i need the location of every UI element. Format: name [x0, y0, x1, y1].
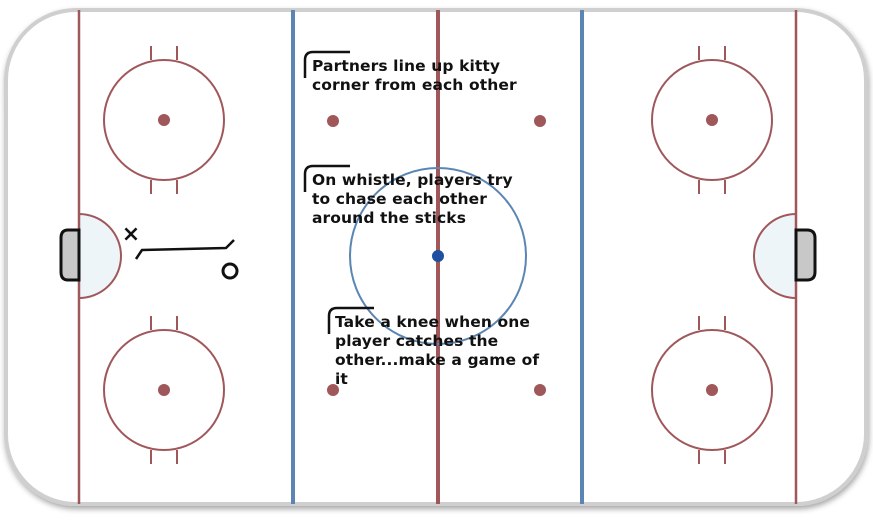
right-bottom-faceoff-dot: [706, 384, 718, 396]
left-net: [59, 228, 81, 282]
note-bracket-knee: [327, 306, 374, 334]
player-o-icon: [221, 262, 239, 280]
note-partners: Partners line up kitty corner from each …: [312, 57, 517, 94]
note-bracket-whistle: [303, 164, 350, 192]
right-top-faceoff-dot: [706, 114, 718, 126]
right-top-faceoff-circle: [651, 46, 773, 194]
left-bottom-faceoff-dot: [158, 384, 170, 396]
note-knee: Take a knee when one player catches the …: [335, 313, 540, 388]
left-bottom-faceoff-circle: [103, 316, 225, 464]
neutral-dot-top-right: [534, 115, 546, 127]
left-goal-crease: [78, 212, 122, 300]
hockey-stick: [134, 239, 235, 260]
note-whistle: On whistle, players try to chase each ot…: [312, 171, 513, 227]
left-top-faceoff-dot: [158, 114, 170, 126]
neutral-dot-bottom-left: [327, 384, 339, 396]
right-net: [794, 228, 817, 282]
note-bracket-partners: [303, 50, 350, 78]
neutral-dot-bottom-right: [534, 384, 546, 396]
player-x-icon: ×: [122, 222, 140, 247]
center-circle: [349, 167, 527, 345]
left-top-faceoff-circle: [103, 46, 225, 194]
right-bottom-faceoff-circle: [651, 316, 773, 464]
right-goal-crease: [753, 212, 797, 300]
neutral-dot-top-left: [327, 115, 339, 127]
center-faceoff-dot: [432, 250, 444, 262]
